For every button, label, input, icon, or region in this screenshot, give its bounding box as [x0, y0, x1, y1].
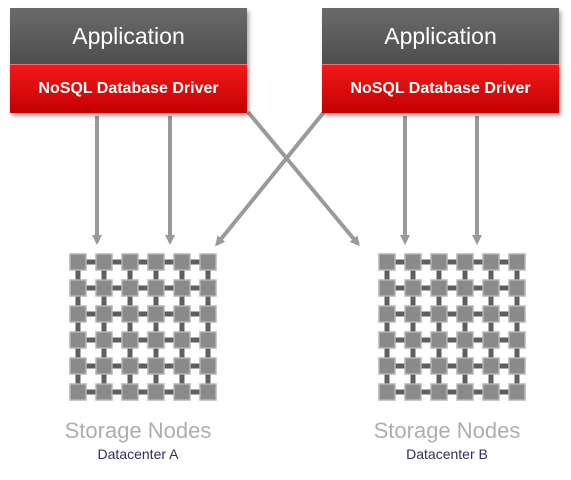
storage-node	[456, 383, 474, 401]
storage-node	[173, 357, 191, 375]
storage-node	[95, 357, 113, 375]
application-title: Application	[10, 8, 247, 64]
storage-node	[482, 331, 500, 349]
storage-node	[147, 357, 165, 375]
storage-node	[95, 383, 113, 401]
storage-node	[69, 383, 87, 401]
storage-node	[508, 383, 526, 401]
storage-node	[147, 305, 165, 323]
datacenter-b-label: Datacenter B	[406, 446, 488, 462]
storage-node	[430, 279, 448, 297]
storage-node	[378, 331, 396, 349]
storage-node	[199, 253, 217, 271]
storage-node	[404, 279, 422, 297]
storage-node	[404, 357, 422, 375]
nosql-driver-label: NoSQL Database Driver	[10, 64, 247, 113]
storage-nodes-label-b: Storage Nodes	[373, 418, 521, 443]
storage-node	[378, 279, 396, 297]
storage-node	[508, 279, 526, 297]
storage-node	[121, 279, 139, 297]
storage-node	[121, 357, 139, 375]
storage-node	[69, 331, 87, 349]
storage-node	[404, 383, 422, 401]
storage-node	[508, 331, 526, 349]
storage-node	[199, 305, 217, 323]
storage-node	[508, 253, 526, 271]
storage-node	[173, 253, 191, 271]
storage-node	[121, 331, 139, 349]
storage-node	[378, 305, 396, 323]
storage-node	[482, 279, 500, 297]
storage-node	[95, 279, 113, 297]
storage-node	[199, 279, 217, 297]
storage-node	[404, 305, 422, 323]
storage-node	[508, 357, 526, 375]
storage-node	[121, 253, 139, 271]
storage-node	[173, 383, 191, 401]
storage-node	[69, 357, 87, 375]
storage-node	[508, 305, 526, 323]
storage-node	[378, 383, 396, 401]
storage-node	[482, 383, 500, 401]
storage-node	[456, 357, 474, 375]
application-box-left: Application NoSQL Database Driver	[10, 8, 247, 113]
storage-node	[95, 331, 113, 349]
storage-node	[147, 383, 165, 401]
storage-node	[173, 331, 191, 349]
storage-node	[378, 357, 396, 375]
storage-node	[430, 331, 448, 349]
storage-node	[147, 253, 165, 271]
storage-node	[69, 279, 87, 297]
nosql-driver-label: NoSQL Database Driver	[322, 64, 559, 113]
storage-node	[199, 383, 217, 401]
storage-node	[430, 305, 448, 323]
storage-node	[121, 305, 139, 323]
storage-nodes-label-a: Storage Nodes	[64, 418, 212, 443]
arrow-left-app-to-dc-b	[246, 110, 360, 247]
storage-node	[482, 253, 500, 271]
datacenter-a-label: Datacenter A	[97, 446, 179, 462]
storage-node	[456, 253, 474, 271]
storage-node	[404, 253, 422, 271]
storage-node	[430, 383, 448, 401]
storage-node-grid-a	[69, 253, 217, 401]
storage-node	[430, 253, 448, 271]
application-box-right: Application NoSQL Database Driver	[322, 8, 559, 113]
arrow-right-app-to-dc-a	[215, 110, 326, 247]
storage-node	[69, 305, 87, 323]
storage-node	[95, 253, 113, 271]
storage-node	[456, 279, 474, 297]
storage-node	[173, 279, 191, 297]
storage-node	[456, 331, 474, 349]
storage-node	[121, 383, 139, 401]
application-title: Application	[322, 8, 559, 64]
storage-node	[69, 253, 87, 271]
storage-node	[199, 357, 217, 375]
storage-node	[482, 357, 500, 375]
storage-node-grid-b	[378, 253, 526, 401]
storage-node	[199, 331, 217, 349]
storage-node	[173, 305, 191, 323]
storage-node	[482, 305, 500, 323]
storage-node	[147, 331, 165, 349]
storage-node	[430, 357, 448, 375]
storage-node	[147, 279, 165, 297]
storage-node	[404, 331, 422, 349]
storage-node	[95, 305, 113, 323]
storage-node	[378, 253, 396, 271]
storage-node	[456, 305, 474, 323]
